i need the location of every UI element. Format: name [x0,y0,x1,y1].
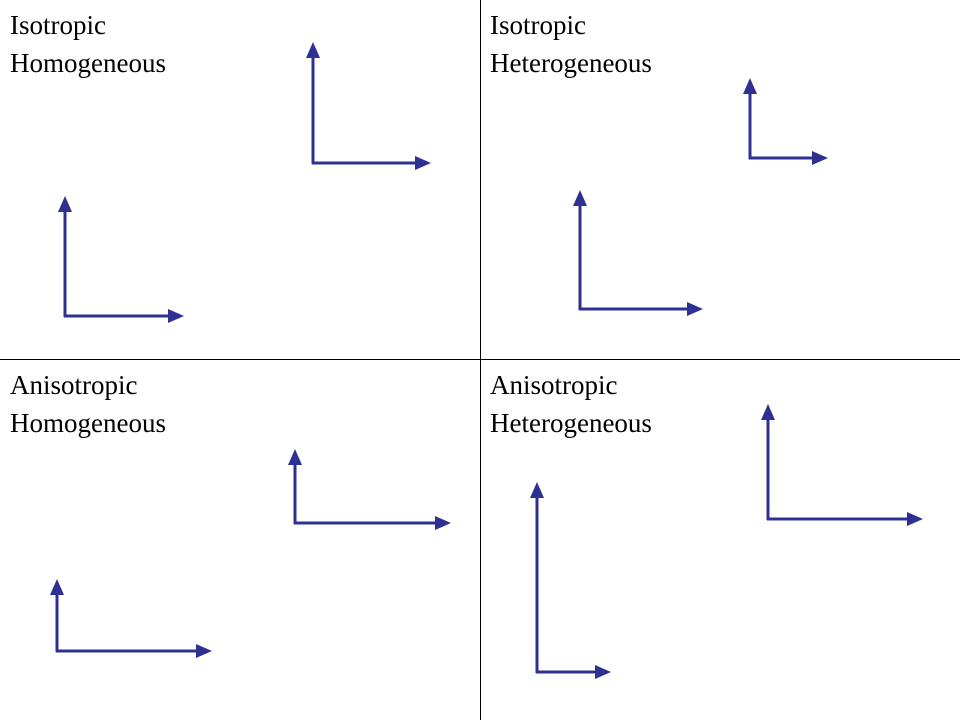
right-arrowhead-icon [907,512,923,526]
up-arrowhead-icon [50,579,64,595]
axis-pair-tl-1 [306,42,431,170]
up-arrowhead-icon [761,404,775,420]
up-arrowhead-icon [58,196,72,212]
right-arrowhead-icon [687,302,703,316]
axis-pair-br-1 [761,404,923,526]
label-anisotropic-homogeneous: Anisotropic Homogeneous [10,366,166,442]
right-arrowhead-icon [168,309,184,323]
up-arrowhead-icon [530,482,544,498]
up-arrowhead-icon [288,449,302,465]
right-arrowhead-icon [812,151,828,165]
axis-pair-br-2 [530,482,611,679]
up-arrowhead-icon [306,42,320,58]
label-isotropic-heterogeneous: Isotropic Heterogeneous [490,6,652,82]
right-arrowhead-icon [435,516,451,530]
label-line-2: Homogeneous [10,408,166,438]
label-isotropic-homogeneous: Isotropic Homogeneous [10,6,166,82]
right-arrowhead-icon [595,665,611,679]
right-arrowhead-icon [415,156,431,170]
label-line-1: Isotropic [10,10,106,40]
axis-pair-tl-2 [58,196,184,323]
axis-pair-bl-2 [50,579,212,658]
axis-pair-bl-1 [288,449,451,530]
axis-pair-tr-2 [573,190,703,316]
label-line-2: Homogeneous [10,48,166,78]
label-line-1: Isotropic [490,10,586,40]
axes-layer [50,42,923,679]
label-anisotropic-heterogeneous: Anisotropic Heterogeneous [490,366,652,442]
label-line-2: Heterogeneous [490,48,652,78]
right-arrowhead-icon [196,644,212,658]
label-line-2: Heterogeneous [490,408,652,438]
label-line-1: Anisotropic [10,370,138,400]
axis-pair-tr-1 [743,78,828,165]
up-arrowhead-icon [573,190,587,206]
label-line-1: Anisotropic [490,370,618,400]
up-arrowhead-icon [743,78,757,94]
